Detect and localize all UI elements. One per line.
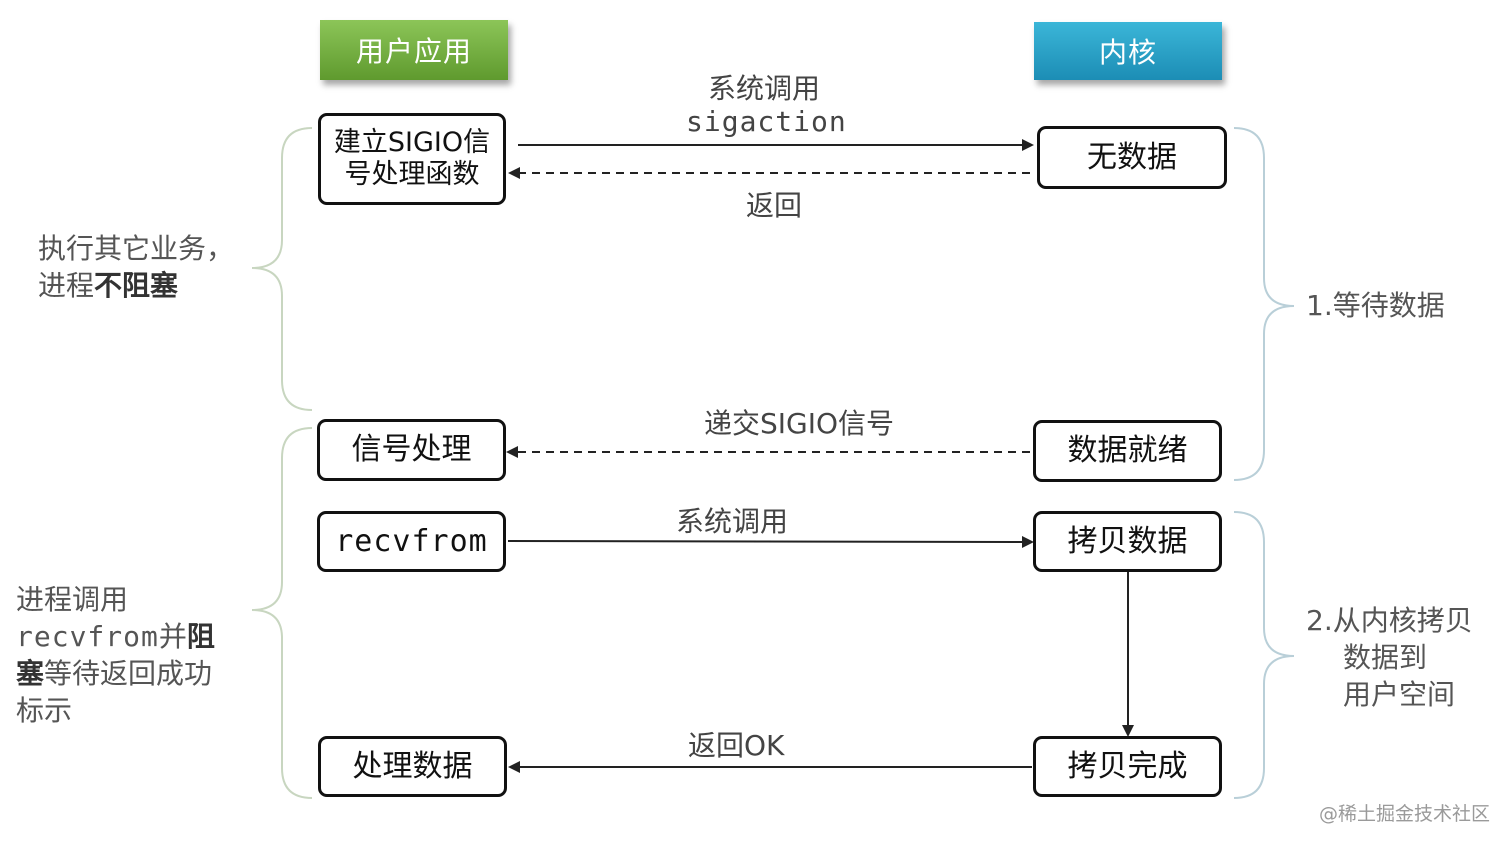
- no-data-label: 无数据: [1087, 139, 1177, 175]
- blocking-note: 进程调用 recvfrom并阻 塞等待返回成功 标示: [16, 581, 215, 729]
- process-data-box: 处理数据: [318, 736, 507, 797]
- blocking-note-line3: 塞等待返回成功: [16, 655, 215, 692]
- syscall-label-1: 系统调用: [708, 72, 821, 105]
- blocking-note-line4: 标示: [16, 694, 73, 727]
- blocking-note-emphasis-a: 阻: [186, 620, 215, 653]
- blocking-note-line2: recvfrom并阻: [16, 618, 215, 655]
- copy-done-label: 拷贝完成: [1067, 748, 1188, 784]
- blocking-note-line1: 进程调用: [16, 583, 129, 616]
- nonblocking-note: 执行其它业务， 进程不阻塞: [38, 230, 234, 304]
- nonblocking-note-emphasis: 不阻塞: [94, 269, 179, 302]
- copy-data-box: 拷贝数据: [1033, 511, 1222, 572]
- data-ready-box: 数据就绪: [1033, 420, 1222, 482]
- blocking-note-wait: 等待返回成功: [44, 657, 213, 690]
- nonblocking-note-line1: 执行其它业务，: [38, 232, 235, 265]
- nonblocking-note-process: 进程: [38, 269, 95, 302]
- blocking-note-and: 并: [158, 620, 187, 653]
- recvfrom-label: recvfrom: [335, 523, 488, 559]
- recvfrom-call-arrow: [507, 535, 1034, 548]
- setup-sigio-handler-label: 建立SIGIO信号处理函数: [333, 127, 491, 190]
- phase2-note-line3: 用户空间: [1343, 678, 1456, 711]
- watermark: @稀土掘金技术社区: [1318, 803, 1490, 825]
- nonblocking-note-line2: 进程不阻塞: [38, 267, 234, 304]
- right-brace-wait-data: [1233, 127, 1295, 481]
- return-ok-label: 返回OK: [688, 729, 785, 762]
- signal-handle-label: 信号处理: [351, 432, 472, 468]
- phase2-note-line2: 数据到: [1343, 641, 1428, 674]
- return-label: 返回: [746, 189, 803, 222]
- setup-sigio-handler-box: 建立SIGIO信号处理函数: [318, 113, 506, 205]
- phase2-note: 2.从内核拷贝 数据到 用户空间: [1306, 602, 1473, 713]
- syscall-label-2: 系统调用: [676, 505, 789, 538]
- signal-handle-box: 信号处理: [317, 419, 506, 481]
- data-ready-label: 数据就绪: [1067, 433, 1188, 469]
- no-data-box: 无数据: [1037, 126, 1227, 189]
- phase1-note: 1.等待数据: [1306, 289, 1445, 322]
- kernel-header: 内核: [1034, 22, 1222, 80]
- process-data-label: 处理数据: [352, 748, 473, 784]
- copy-done-box: 拷贝完成: [1033, 736, 1222, 797]
- phase2-note-line1: 2.从内核拷贝: [1306, 604, 1473, 637]
- recvfrom-box: recvfrom: [317, 511, 506, 572]
- blocking-note-recvfrom: recvfrom: [16, 620, 159, 653]
- right-brace-copy-data: [1233, 511, 1295, 799]
- user-app-header: 用户应用: [320, 20, 508, 80]
- copy-data-label: 拷贝数据: [1067, 523, 1188, 559]
- left-brace-nonblocking: [251, 127, 313, 411]
- left-brace-blocking: [251, 427, 313, 799]
- blocking-note-emphasis-b: 塞: [16, 657, 45, 690]
- deliver-sigio-label: 递交SIGIO信号: [704, 407, 895, 440]
- sigaction-label: sigaction: [686, 105, 847, 138]
